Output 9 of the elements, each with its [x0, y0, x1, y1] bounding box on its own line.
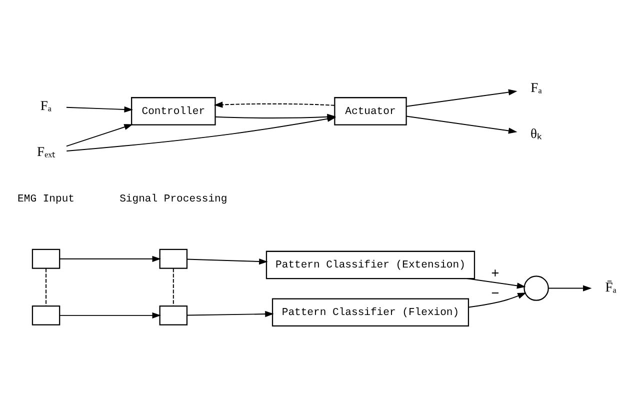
node-text: F̄ₐ [605, 280, 617, 295]
edge-label: + [491, 265, 500, 280]
label: EMG Input [18, 193, 75, 206]
node-text: Fₐ [530, 80, 542, 95]
node-text: θₖ [530, 126, 542, 141]
node-text: Fₐ [40, 98, 52, 113]
edge-label: − [491, 286, 500, 301]
label: Signal Processing [120, 193, 228, 206]
node-text: Fₑₓₜ [37, 144, 56, 159]
